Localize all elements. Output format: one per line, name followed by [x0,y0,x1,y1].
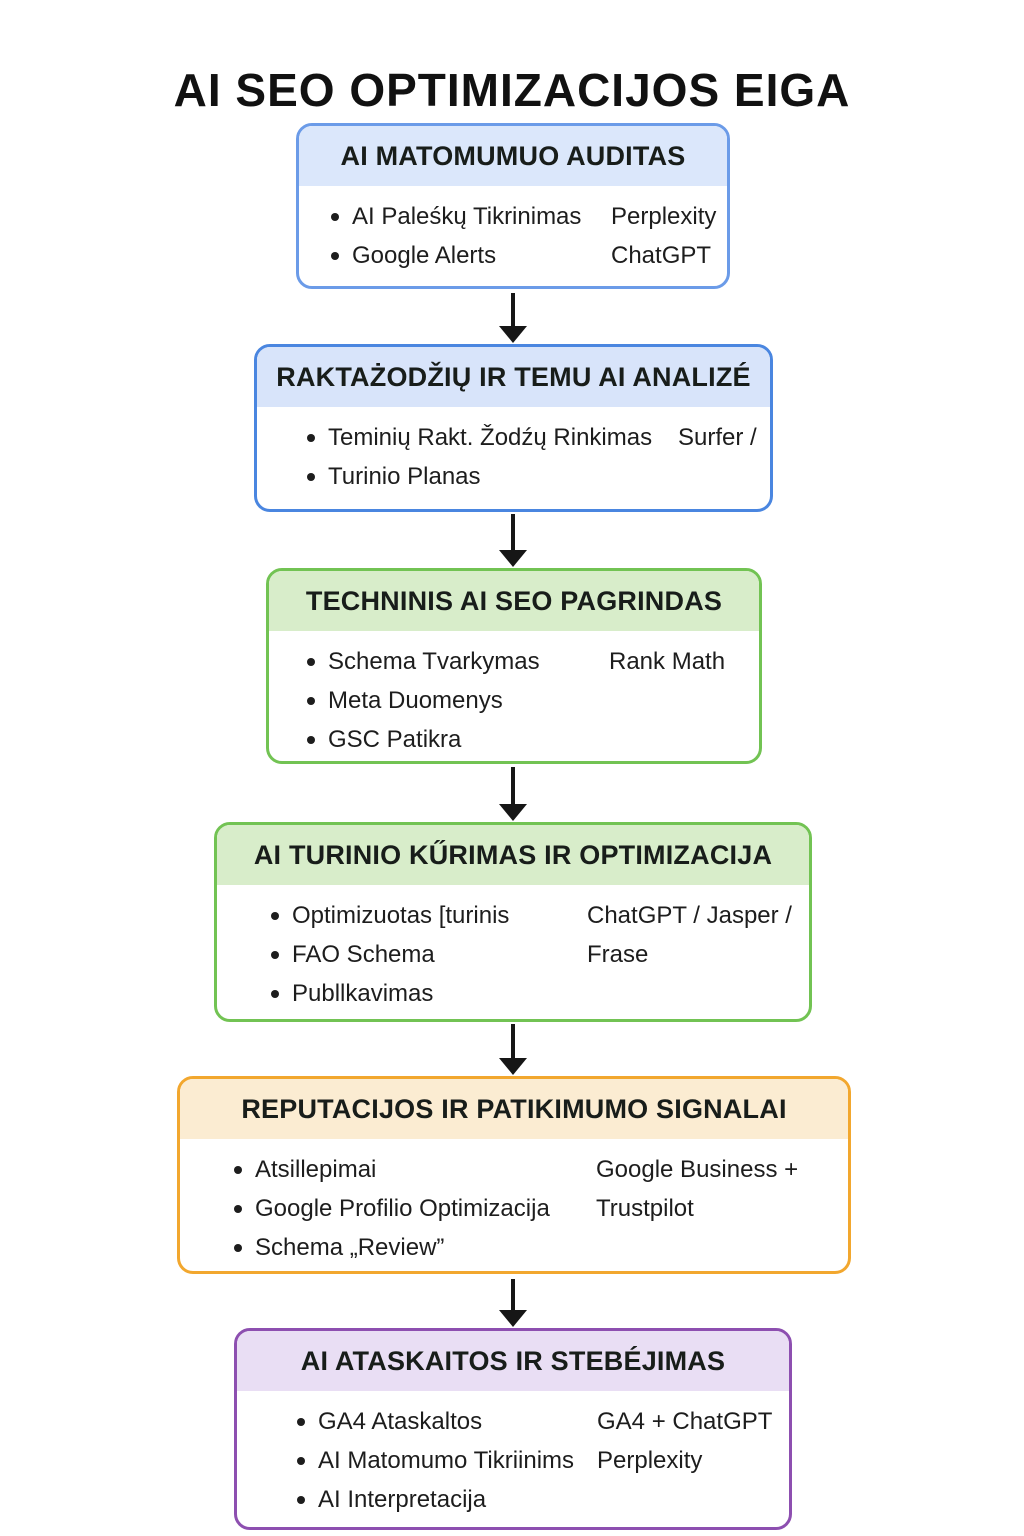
step-body: Schema Tvarkymas Meta Duomenys GSC Patik… [269,631,759,759]
bullet-item: FAO Schema [269,935,587,974]
tools-column: Rank Math [609,642,745,759]
step-header: AI TURINIO KŰRIMAS IR OPTIMIZACIJA [217,825,809,885]
flow-arrow-down-icon [498,514,528,567]
step-header: REPUTACIJOS IR PATIKIMUMO SIGNALAI [180,1079,848,1139]
bullet-list: Optimizuotas [turinis FAO Schema Publlka… [269,896,587,1013]
bullet-item: Schema Tvarkymas [305,642,609,681]
step-title: AI ATASKAITOS IR STEBÉJIMAS [300,1345,726,1376]
tools-column: GA4 + ChatGPT Perplexity [597,1402,779,1519]
tools-column: Surfer / [678,418,762,496]
step-header: RAKTAŻODŽIŲ IR TEMU AI ANALIZÉ [257,347,770,407]
page-title: AI SEO OPTIMIZACIJOS EIGA [173,63,851,116]
tool-line: ChatGPT / Jasper / [587,902,792,929]
step-body: GA4 Ataskaltos AI Matomumo Tikriinims AI… [237,1391,789,1519]
bullet-item: GA4 Ataskaltos [295,1402,597,1441]
flow-arrow-down-icon [498,293,528,343]
bullet-item: Optimizuotas [turinis [269,896,587,935]
tools-column: ChatGPT / Jasper / Frase [587,896,801,1013]
flow-arrow-down-icon [498,1024,528,1075]
tool-line: GA4 + ChatGPT [597,1408,773,1435]
bullet-item: Atsillepimai [232,1150,596,1189]
step-box-technical-ai-seo-foundation: TECHNINIS AI SEO PAGRINDAS Schema Tvarky… [266,568,762,764]
tool-line: Google Business + [596,1156,799,1183]
tool-line: Perplexity [597,1447,703,1474]
step-body: AI Paleśkų Tikrinimas Google Alerts Perp… [299,186,727,275]
tools-column: Perplexity ChatGPT [611,197,717,275]
bullet-item: Meta Duomenys [305,681,609,720]
step-title: RAKTAŻODŽIŲ IR TEMU AI ANALIZÉ [276,361,751,392]
step-header: AI MATOMUMUO AUDITAS [299,126,727,186]
bullet-list: AI Paleśkų Tikrinimas Google Alerts [329,197,611,275]
step-box-reputation-trust-signals: REPUTACIJOS IR PATIKIMUMO SIGNALAI Atsil… [177,1076,851,1274]
step-box-ai-visibility-audit: AI MATOMUMUO AUDITAS AI Paleśkų Tikrinim… [296,123,730,289]
step-header: TECHNINIS AI SEO PAGRINDAS [269,571,759,631]
bullet-item: Teminių Rakt. Žodźų Rinkimas [305,418,678,457]
bullet-item: Turinio Planas [305,457,678,496]
tool-line: Rank Math [609,648,726,675]
bullet-list: GA4 Ataskaltos AI Matomumo Tikriinims AI… [295,1402,597,1519]
step-body: Atsillepimai Google Profilio Optimizacij… [180,1139,848,1267]
tools-column: Google Business + Trustpilot [596,1150,834,1267]
step-title: AI MATOMUMUO AUDITAS [340,140,686,171]
tool-line: ChatGPT [611,242,712,269]
step-title: AI TURINIO KŰRIMAS IR OPTIMIZACIJA [253,839,773,870]
step-box-ai-reports-monitoring: AI ATASKAITOS IR STEBÉJIMAS GA4 Ataskalt… [234,1328,792,1530]
tool-line: Trustpilot [596,1195,694,1222]
step-body: Optimizuotas [turinis FAO Schema Publlka… [217,885,809,1013]
step-body: Teminių Rakt. Žodźų Rinkimas Turinio Pla… [257,407,770,496]
tool-line: Perplexity [611,203,717,230]
flow-arrow-down-icon [498,1279,528,1327]
tool-line: Frase [587,941,649,968]
bullet-item: Schema „Review” [232,1228,596,1267]
bullet-list: Schema Tvarkymas Meta Duomenys GSC Patik… [305,642,609,759]
bullet-item: Publlkavimas [269,974,587,1013]
step-title: TECHNINIS AI SEO PAGRINDAS [305,585,723,616]
bullet-item: AI Interpretacija [295,1480,597,1519]
step-header: AI ATASKAITOS IR STEBÉJIMAS [237,1331,789,1391]
flow-arrow-down-icon [498,767,528,821]
bullet-list: Atsillepimai Google Profilio Optimizacij… [232,1150,596,1267]
step-title: REPUTACIJOS IR PATIKIMUMO SIGNALAI [241,1093,787,1124]
bullet-list: Teminių Rakt. Žodźų Rinkimas Turinio Pla… [305,418,678,496]
tool-line: Surfer / [678,424,757,451]
bullet-item: AI Matomumo Tikriinims [295,1441,597,1480]
bullet-item: GSC Patikra [305,720,609,759]
bullet-item: Google Profilio Optimizacija [232,1189,596,1228]
step-box-ai-content-creation-optimization: AI TURINIO KŰRIMAS IR OPTIMIZACIJA Optim… [214,822,812,1022]
step-box-keywords-topics-analysis: RAKTAŻODŽIŲ IR TEMU AI ANALIZÉ Teminių R… [254,344,773,512]
bullet-item: AI Paleśkų Tikrinimas [329,197,611,236]
bullet-item: Google Alerts [329,236,611,275]
